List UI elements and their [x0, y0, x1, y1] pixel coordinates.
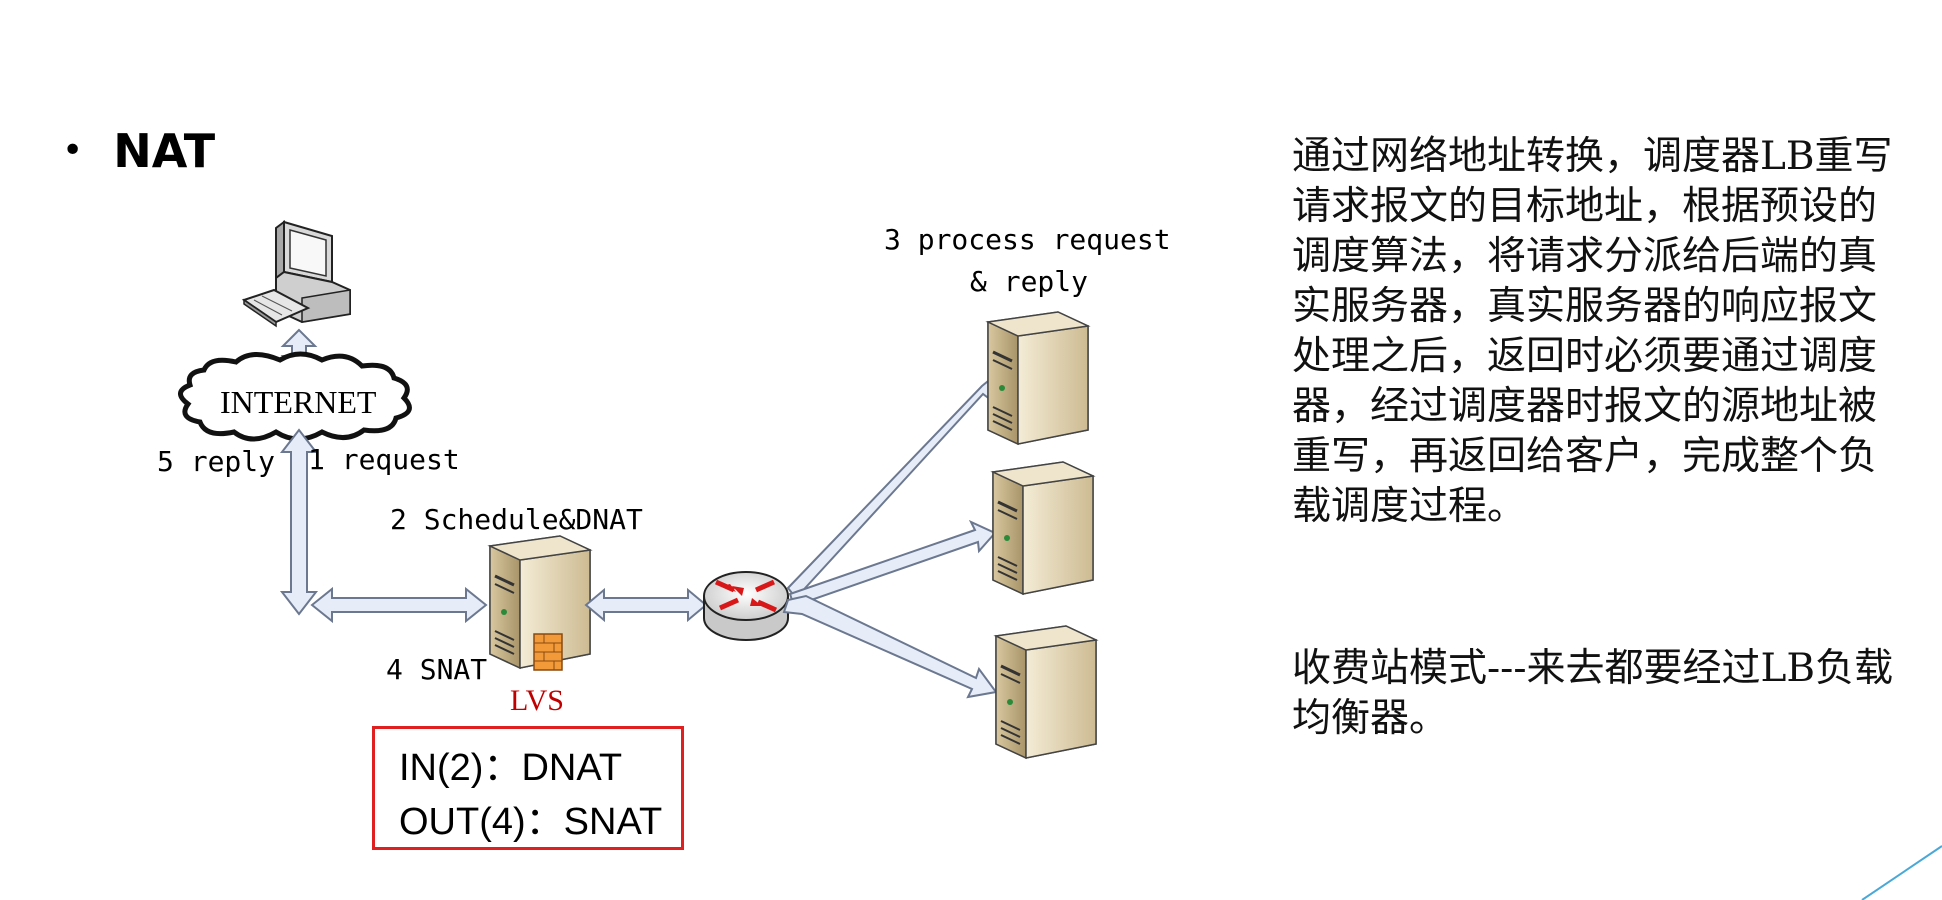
slide-title-row: • NAT [62, 128, 215, 174]
lvs-firewall-icon [533, 633, 563, 671]
snat-4-label: 4 SNAT [386, 653, 488, 686]
router-server2-arrow [788, 519, 997, 608]
reply-5-label: 5 reply [157, 445, 276, 478]
bullet-icon: • [62, 130, 84, 171]
schedule-dnat-2-label: 2 Schedule&DNAT [390, 503, 643, 536]
lvs-label: LVS [510, 684, 564, 717]
lvs-router-arrow [584, 587, 708, 623]
slide-decor-line [1861, 845, 1942, 900]
nat-in-line: IN(2)：DNAT [399, 747, 623, 789]
client-computer-icon [241, 220, 351, 328]
request-1-label: 1 request [308, 443, 460, 476]
description-paragraph-2: 收费站模式---来去都要经过LB负载均衡器。 [1292, 646, 1894, 741]
nat-summary-box: IN(2)：DNAT OUT(4)：SNAT [372, 726, 684, 850]
corner-lvs-arrow [310, 586, 488, 624]
nat-out-line: OUT(4)：SNAT [399, 801, 663, 843]
router-server3-arrow [782, 594, 998, 699]
real-server-icon [986, 310, 1090, 446]
internet-cloud-icon [178, 351, 412, 442]
internet-label: INTERNET [220, 384, 377, 420]
process-request-label: 3 process request [884, 223, 1171, 256]
description-paragraph-1: 通过网络地址转换，调度器LB重写请求报文的目标地址，根据预设的调度算法，将请求分… [1292, 134, 1893, 529]
real-server-icon [991, 460, 1095, 596]
internet-lvs-arrow [279, 428, 319, 616]
process-reply-label: & reply [970, 265, 1089, 298]
description-panel: 通过网络地址转换，调度器LB重写请求报文的目标地址，根据预设的调度算法，将请求分… [1292, 132, 1904, 856]
lvs-server-icon [488, 534, 592, 671]
slide-title: NAT [113, 124, 216, 178]
real-server-icon [994, 624, 1098, 760]
router-icon [703, 571, 789, 641]
